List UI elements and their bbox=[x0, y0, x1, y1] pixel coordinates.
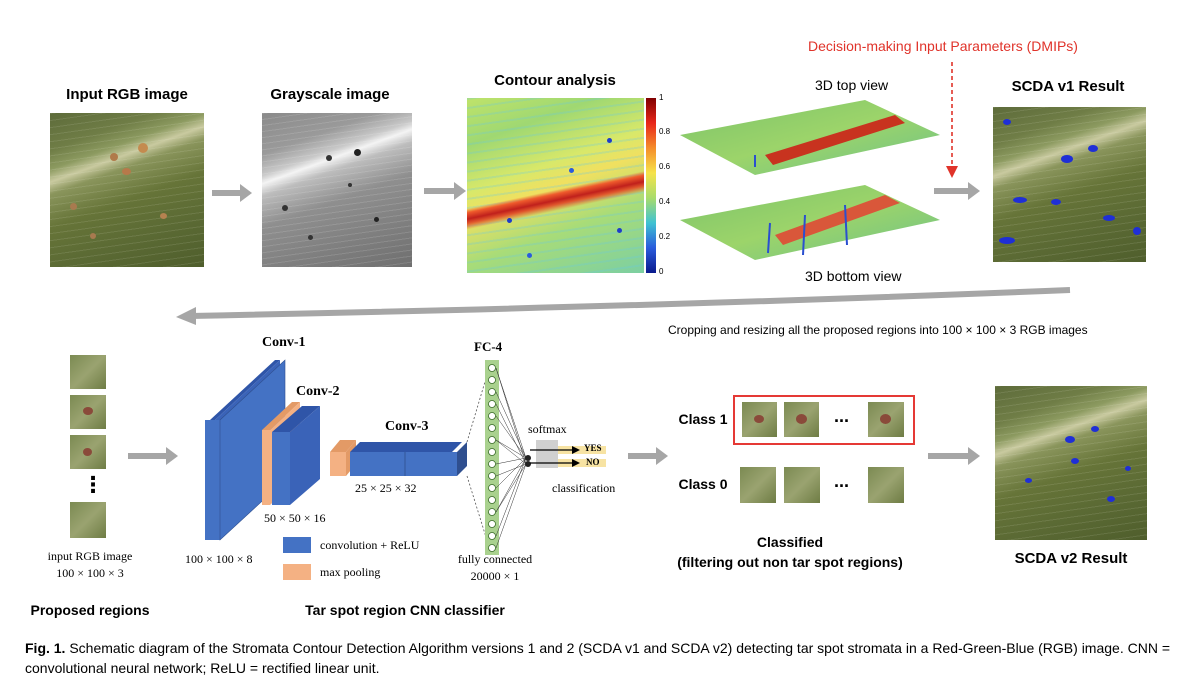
region-thumb bbox=[70, 435, 106, 469]
dmips-label: Decision-making Input Parameters (DMIPs) bbox=[808, 38, 1078, 54]
conv3-label: Conv-3 bbox=[385, 419, 429, 434]
cnn-title: Tar spot region CNN classifier bbox=[305, 602, 505, 618]
class0-label: Class 0 bbox=[678, 476, 728, 492]
figure-label: Fig. 1. bbox=[25, 640, 66, 656]
scda-v2-title: SCDA v2 Result bbox=[1014, 550, 1128, 567]
region-thumb bbox=[70, 355, 106, 389]
conv3-block bbox=[330, 440, 467, 476]
class1-label: Class 1 bbox=[678, 411, 728, 427]
colorbar bbox=[646, 98, 656, 273]
vertical-dots: ⋮ bbox=[82, 472, 104, 497]
legend-conv-swatch bbox=[283, 537, 311, 553]
fc-caption: fully connected 20000 × 1 bbox=[440, 551, 550, 585]
conv2-label: Conv-2 bbox=[296, 384, 340, 399]
fc-caption-line1: fully connected bbox=[457, 552, 533, 566]
dim-conv3: 25 × 25 × 32 bbox=[355, 481, 417, 495]
grayscale-title: Grayscale image bbox=[270, 86, 390, 103]
class1-ellipsis: ... bbox=[834, 406, 850, 426]
grayscale-image bbox=[262, 113, 412, 267]
contour-title: Contour analysis bbox=[494, 72, 616, 89]
input-caption: input RGB image 100 × 100 × 3 bbox=[30, 548, 150, 582]
legend-conv-label: convolution + ReLU bbox=[320, 538, 420, 552]
arrow-cnn-to-classified bbox=[628, 447, 668, 465]
input-rgb-title: Input RGB image bbox=[66, 86, 188, 103]
cnn-diagram bbox=[205, 359, 606, 555]
region-thumb bbox=[70, 395, 106, 429]
class1-thumb bbox=[868, 402, 904, 437]
arrow-regions-to-cnn bbox=[128, 447, 178, 465]
classified-line1: Classified bbox=[756, 534, 824, 550]
colorbar-tick: 0.8 bbox=[659, 127, 671, 136]
no-label: NO bbox=[586, 457, 600, 467]
class1-thumb bbox=[742, 402, 777, 437]
dmips-arrow bbox=[946, 62, 958, 178]
fc4-label: FC-4 bbox=[474, 339, 503, 354]
class1-thumb bbox=[784, 402, 819, 437]
colorbar-tick: 1 bbox=[659, 93, 664, 102]
cropping-note: Cropping and resizing all the proposed r… bbox=[668, 323, 1088, 337]
conv2-block bbox=[262, 402, 320, 505]
input-rgb-image bbox=[50, 113, 204, 267]
proposed-regions-label: Proposed regions bbox=[30, 602, 150, 618]
classified-line2: (filtering out non tar spot regions) bbox=[677, 554, 903, 570]
legend-pool-label: max pooling bbox=[320, 565, 381, 579]
dim-conv2: 50 × 50 × 16 bbox=[264, 511, 326, 525]
figure-caption: Fig. 1. Schematic diagram of the Stromat… bbox=[25, 638, 1175, 678]
colorbar-tick: 0.6 bbox=[659, 162, 671, 171]
colorbar-ticks: 1 0.8 0.6 0.4 0.2 0 bbox=[659, 93, 679, 278]
arrow-gray-to-contour bbox=[424, 182, 466, 200]
yes-label: YES bbox=[584, 443, 602, 453]
region-thumb bbox=[70, 502, 106, 538]
class1-highlight-box bbox=[733, 395, 915, 445]
arrow-classified-to-scda-v2 bbox=[928, 447, 980, 465]
softmax-label: softmax bbox=[528, 422, 567, 436]
class0-ellipsis: ... bbox=[834, 471, 850, 491]
colorbar-tick: 0 bbox=[659, 267, 664, 276]
return-arrow bbox=[176, 287, 1071, 325]
contour-heatmap bbox=[467, 98, 644, 273]
conv1-label: Conv-1 bbox=[262, 335, 306, 350]
3d-bottom-view-label: 3D bottom view bbox=[805, 268, 902, 284]
scda-v1-image bbox=[993, 107, 1146, 262]
legend-pool-swatch bbox=[283, 564, 311, 580]
colorbar-tick: 0.2 bbox=[659, 232, 671, 241]
class0-thumb bbox=[784, 467, 820, 503]
classification-label: classification bbox=[552, 481, 616, 495]
arrow-input-to-gray bbox=[212, 184, 252, 202]
colorbar-tick: 0.4 bbox=[659, 197, 671, 206]
input-caption-line1: input RGB image bbox=[47, 549, 133, 563]
dim-conv1: 100 × 100 × 8 bbox=[185, 552, 253, 566]
fc-caption-line2: 20000 × 1 bbox=[470, 569, 520, 583]
3d-surface-plots bbox=[680, 100, 940, 260]
class0-thumb bbox=[740, 467, 776, 503]
3d-top-view-label: 3D top view bbox=[815, 77, 889, 93]
arrow-3d-to-scda-v1 bbox=[934, 182, 980, 200]
class0-thumb bbox=[868, 467, 904, 503]
scda-v1-title: SCDA v1 Result bbox=[1011, 78, 1125, 95]
scda-v2-image bbox=[995, 386, 1147, 540]
input-caption-line2: 100 × 100 × 3 bbox=[56, 566, 124, 580]
classified-caption: Classified (filtering out non tar spot r… bbox=[665, 532, 915, 572]
figure-caption-text: Schematic diagram of the Stromata Contou… bbox=[25, 640, 1171, 676]
